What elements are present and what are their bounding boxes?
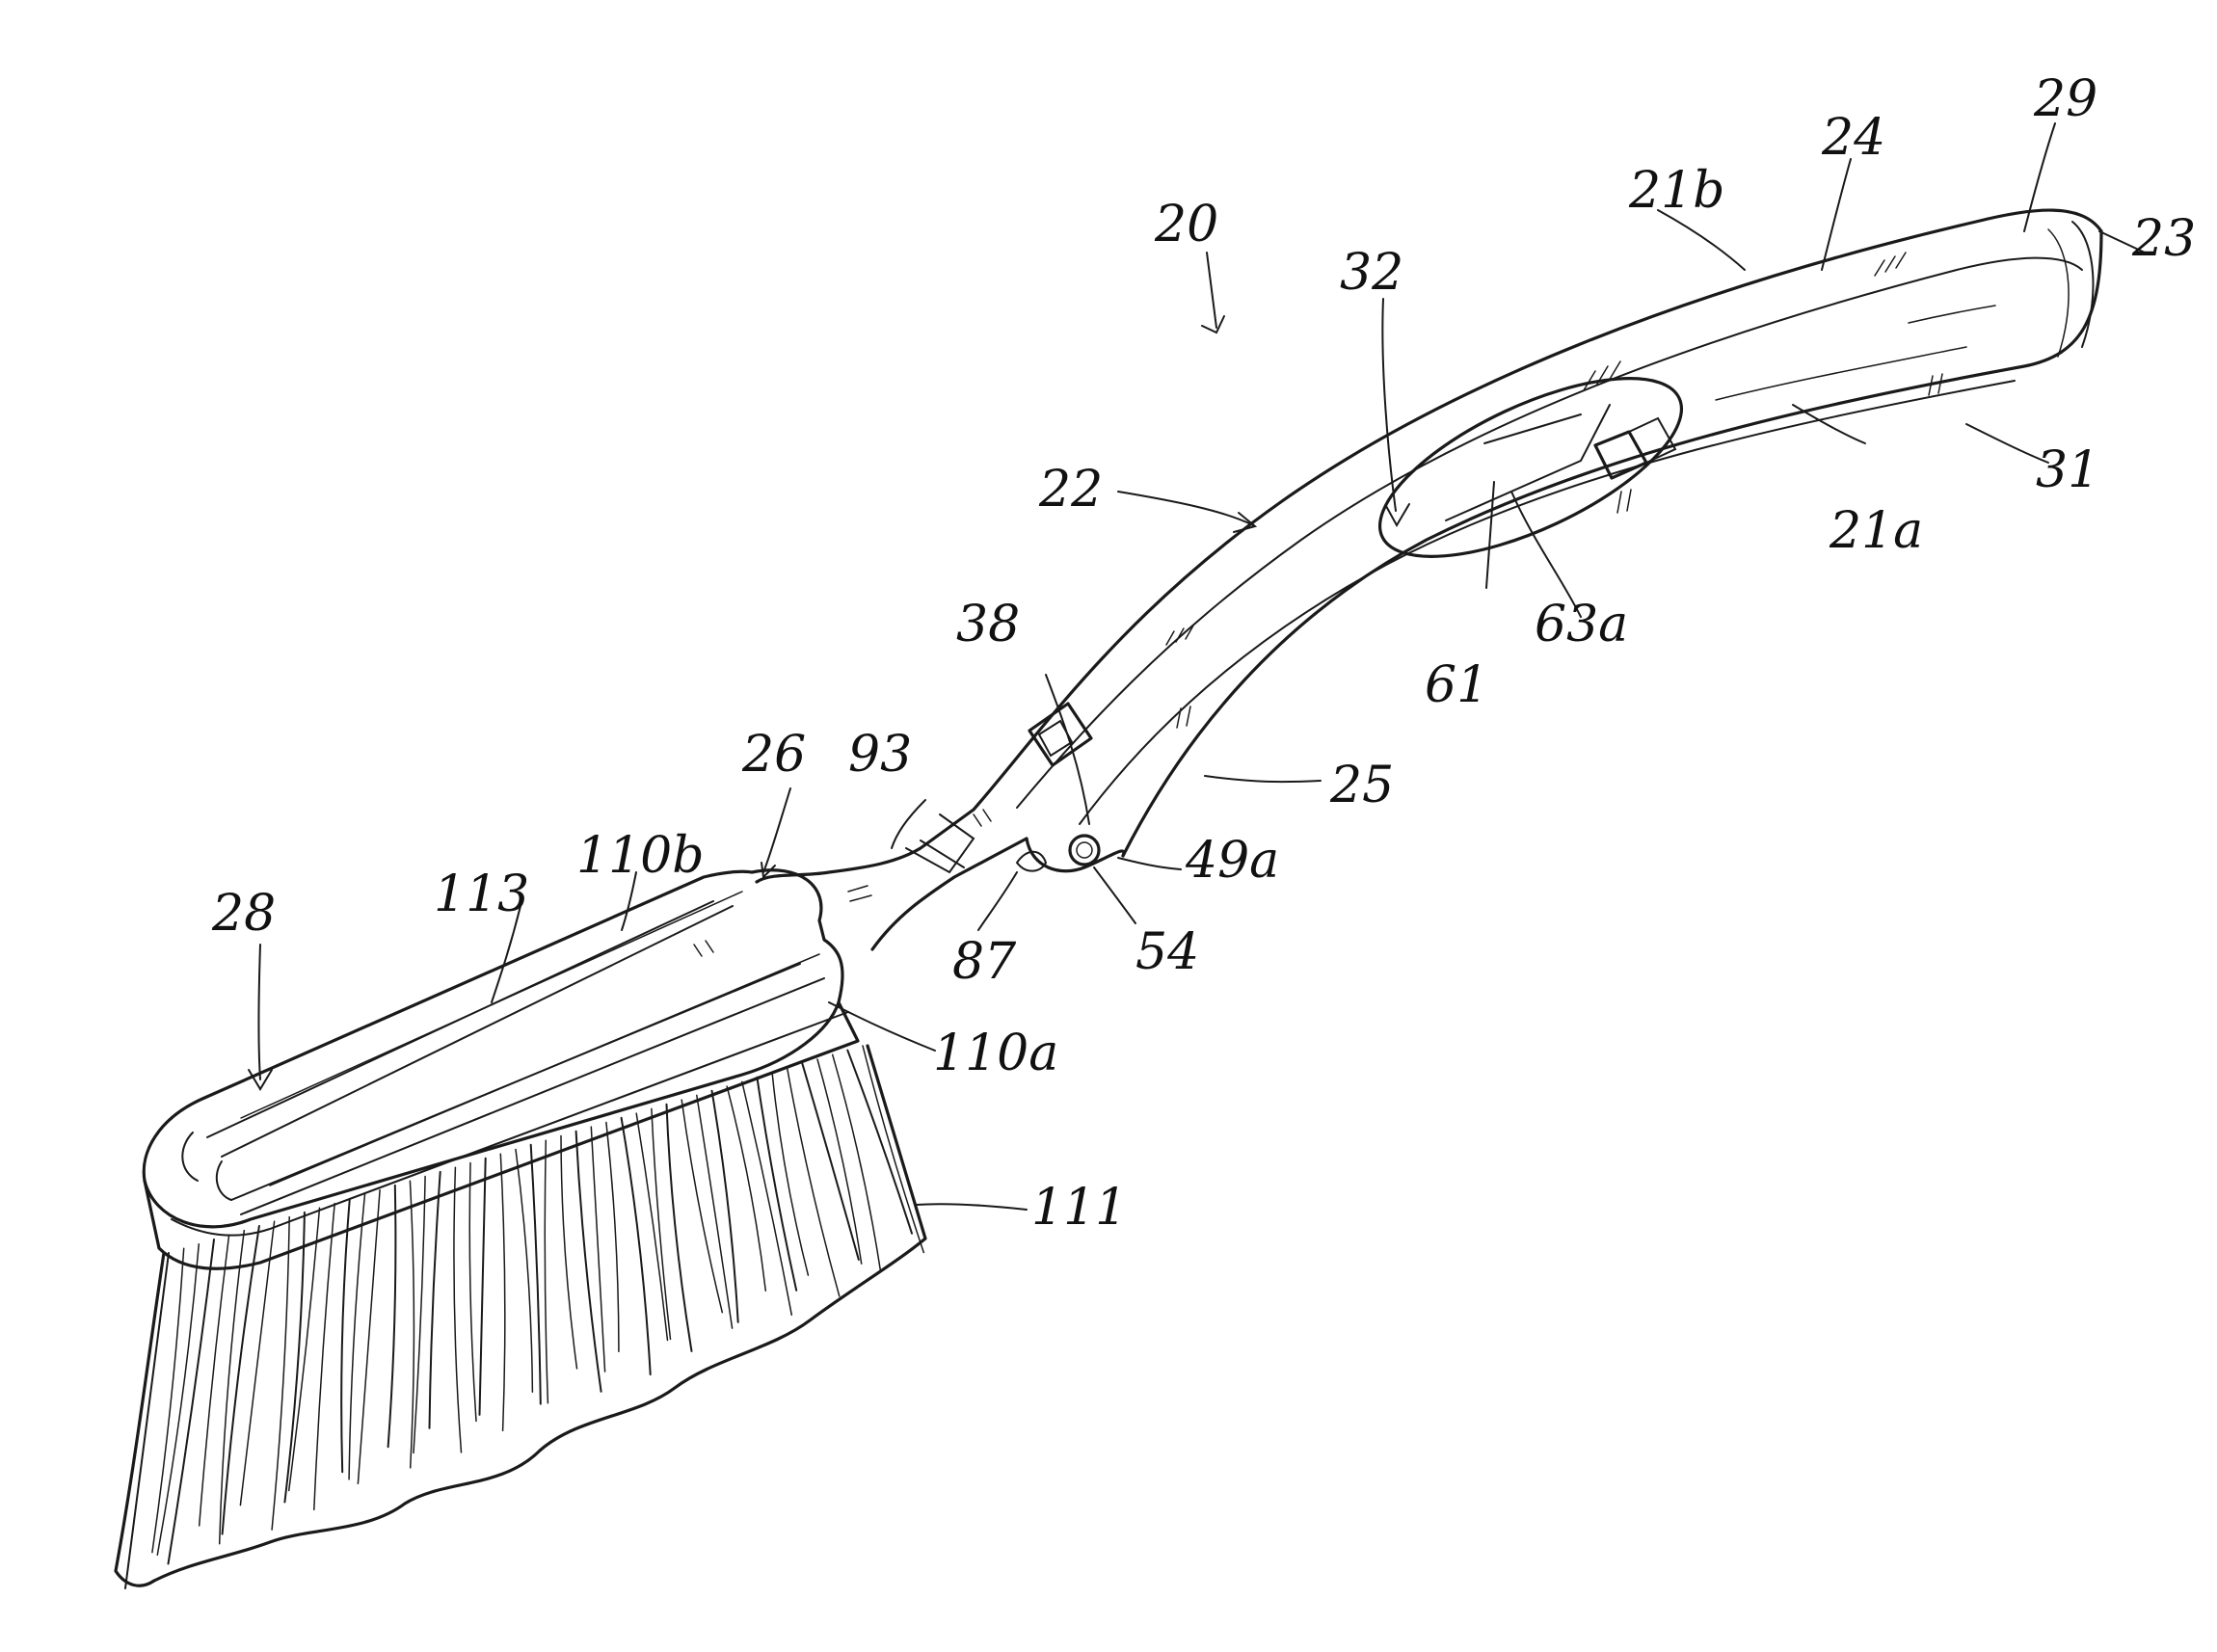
label-29: 29: [2033, 70, 2097, 128]
label-31: 31: [2036, 441, 2099, 499]
bristle-strand: [454, 1167, 462, 1452]
label-110a: 110a: [933, 1025, 1058, 1082]
neck: [757, 810, 1124, 949]
bristle-strand: [802, 1064, 858, 1260]
label-23: 23: [2131, 210, 2196, 268]
bristle-strand: [847, 1051, 912, 1234]
bristle-strand: [349, 1194, 364, 1479]
label-21a: 21a: [1829, 502, 1923, 560]
label-87: 87: [952, 933, 1017, 991]
bristle-strand: [469, 1163, 476, 1422]
label-25: 25: [1329, 757, 1394, 814]
label-21b: 21b: [1628, 162, 1724, 220]
label-26: 26: [741, 726, 806, 784]
label-20: 20: [1154, 196, 1218, 253]
label-113: 113: [434, 866, 529, 923]
bristle-strand: [223, 1226, 259, 1534]
bristle-strand: [576, 1132, 601, 1392]
label-28: 28: [211, 885, 276, 943]
label-63a: 63a: [1535, 596, 1628, 653]
label-32: 32: [1340, 244, 1403, 302]
bristle-strand: [817, 1059, 862, 1264]
label-93: 93: [848, 726, 912, 784]
label-61: 61: [1425, 656, 1488, 714]
bristle-strand: [622, 1118, 651, 1374]
bristle-strand: [636, 1113, 667, 1340]
label-111: 111: [1031, 1179, 1127, 1237]
bristle-strand: [388, 1186, 396, 1447]
bristle-strand: [200, 1235, 229, 1526]
bristle-strand: [341, 1199, 350, 1472]
label-54: 54: [1135, 923, 1199, 981]
bristle-strand: [414, 1177, 425, 1453]
bristle-strand: [169, 1239, 215, 1564]
bristle-strand: [697, 1095, 733, 1328]
handle: [974, 210, 2101, 856]
leader-lines: [249, 123, 2145, 1210]
bristle-strands: [125, 1046, 923, 1588]
label-24: 24: [1821, 109, 1885, 167]
bristle-strand: [742, 1081, 792, 1315]
label-22: 22: [1038, 461, 1103, 519]
bristle-strand: [500, 1154, 505, 1430]
bristle-strand: [561, 1136, 577, 1369]
bristle-strand: [516, 1150, 532, 1393]
bristle-strand: [125, 1253, 169, 1588]
bristle-strand: [284, 1212, 305, 1503]
label-38: 38: [956, 596, 1020, 653]
bristle-strand: [314, 1204, 334, 1510]
bristles: [116, 1046, 925, 1585]
bristle-strand: [545, 1140, 548, 1403]
bristle-strand: [410, 1181, 414, 1468]
label-110b: 110b: [576, 827, 705, 885]
reference-labels: 20 32 22 21b 24 29 23 31 21a 63a 61 38 2…: [211, 70, 2196, 1237]
label-49a: 49a: [1185, 832, 1279, 890]
bristle-strand: [606, 1123, 619, 1352]
bristle-strand: [480, 1159, 486, 1415]
bristle-strand: [430, 1172, 441, 1428]
